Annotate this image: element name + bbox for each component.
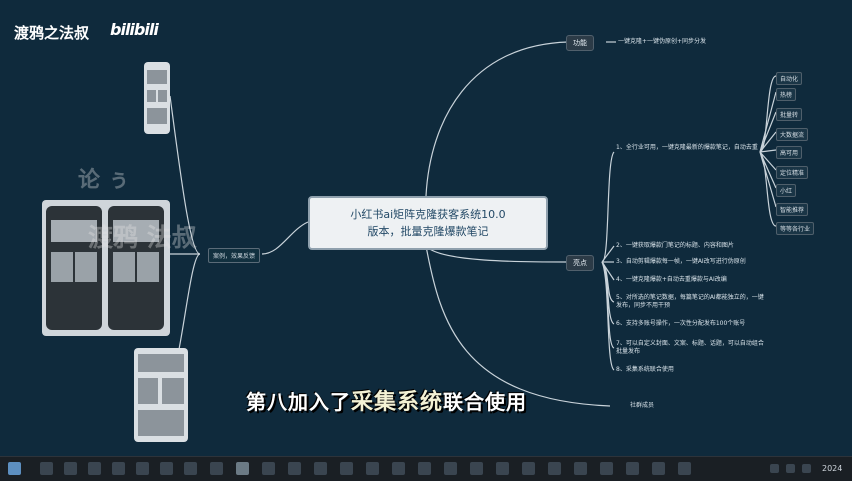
app-icon[interactable] <box>470 462 483 475</box>
bilibili-logo: bilibili <box>110 20 159 39</box>
community-node[interactable]: 社群成员 <box>630 402 655 409</box>
tag-item[interactable]: 批量转 <box>776 108 803 121</box>
left-branch-node[interactable]: 案例，效果反馈 <box>208 248 261 263</box>
tag-item[interactable]: 定位精准 <box>776 166 809 179</box>
handwritten-note: 论 ぅ <box>78 168 130 193</box>
subtitle-part2: 联合使用 <box>443 390 528 414</box>
watermark-text: 渡鸦 法叔 <box>88 223 197 252</box>
highlight-item-1[interactable]: 1、全行业可用，一键克隆最新的爆款笔记，自动去重 <box>616 144 758 151</box>
app-icon[interactable] <box>574 462 587 475</box>
app-icon[interactable] <box>392 462 405 475</box>
app-icon[interactable] <box>626 462 639 475</box>
tray-icon[interactable] <box>770 464 779 473</box>
central-topic-line1: 小红书ai矩阵克隆获客系统10.0 <box>350 208 506 221</box>
app-icon[interactable] <box>288 462 301 475</box>
subtitle-part1: 第八加入了 <box>246 390 351 414</box>
app-icon[interactable] <box>112 462 125 475</box>
top-branch-node[interactable]: 功能 <box>566 35 594 51</box>
windows-start-icon[interactable] <box>8 462 21 475</box>
top-branch-child[interactable]: 一键克隆+一键伪原创+同步分发 <box>618 38 707 45</box>
tag-item[interactable]: 热榜 <box>776 88 797 101</box>
case-screenshot-3 <box>134 348 188 442</box>
app-icon[interactable] <box>418 462 431 475</box>
app-icon[interactable] <box>184 462 197 475</box>
app-icon[interactable] <box>210 462 223 475</box>
right-branch-node[interactable]: 亮点 <box>566 255 594 271</box>
highlight-item-7[interactable]: 7、可以自定义封面、文案、标题、话题，可以自动组合批量发布 <box>616 340 764 355</box>
tag-item[interactable]: 小红 <box>776 184 797 197</box>
app-icon[interactable] <box>136 462 149 475</box>
app-icon[interactable] <box>444 462 457 475</box>
tag-item[interactable]: 智能推荐 <box>776 203 809 216</box>
app-icon[interactable] <box>340 462 353 475</box>
tag-item[interactable]: 大数据流 <box>776 128 809 141</box>
highlight-item-8[interactable]: 8、采集系统联合使用 <box>616 366 674 373</box>
app-icon[interactable] <box>678 462 691 475</box>
app-icon[interactable] <box>160 462 173 475</box>
tag-item[interactable]: 等等各行业 <box>776 222 815 235</box>
subtitle-highlight: 采集系统 <box>351 390 444 415</box>
mindmap-connectors <box>169 41 777 407</box>
mindmap-canvas: 渡鸦之法叔 bilibili 渡鸦 法叔 论 ぅ 案例，效果反馈 小红书ai矩阵… <box>14 20 815 442</box>
highlight-item-6[interactable]: 6、支持多账号操作，一次性分配发布100个账号 <box>616 320 746 327</box>
video-subtitle: 第八加入了采集系统联合使用 <box>246 384 527 416</box>
network-icon[interactable] <box>802 464 811 473</box>
app-icon[interactable] <box>314 462 327 475</box>
app-icon[interactable] <box>262 462 275 475</box>
central-topic-line2: 版本，批量克隆爆款笔记 <box>367 225 489 238</box>
clock[interactable]: 2024 <box>822 464 843 473</box>
taskview-icon[interactable] <box>64 462 77 475</box>
app-icon[interactable] <box>88 462 101 475</box>
app-icon[interactable] <box>522 462 535 475</box>
volume-icon[interactable] <box>786 464 795 473</box>
case-screenshot-2 <box>42 200 170 336</box>
central-topic-node[interactable]: 小红书ai矩阵克隆获客系统10.0 版本，批量克隆爆款笔记 <box>308 196 548 250</box>
case-screenshot-1 <box>144 62 170 134</box>
channel-logo-text: 渡鸦之法叔 <box>14 24 90 42</box>
app-icon[interactable] <box>548 462 561 475</box>
tag-item[interactable]: 高可用 <box>776 146 803 159</box>
taskbar: 2024 <box>0 456 852 481</box>
app-icon[interactable] <box>652 462 665 475</box>
highlight-item-5[interactable]: 5、对所选的笔记数据，每篇笔记的AI都能独立的，一键发布，同步不用干预 <box>616 294 764 309</box>
app-icon[interactable] <box>600 462 613 475</box>
highlight-item-4[interactable]: 4、一键克隆爆款+自动去重爆款与AI改编 <box>616 276 727 283</box>
app-icon[interactable] <box>496 462 509 475</box>
tag-item[interactable]: 自动化 <box>776 72 803 85</box>
app-icon[interactable] <box>236 462 249 475</box>
search-icon[interactable] <box>40 462 53 475</box>
highlight-item-3[interactable]: 3、自动剪辑爆款每一帧，一键AI改写进行伪原创 <box>616 258 746 265</box>
highlight-item-2[interactable]: 2、一键获取爆款门笔记的标题、内容和图片 <box>616 242 734 249</box>
app-icon[interactable] <box>366 462 379 475</box>
